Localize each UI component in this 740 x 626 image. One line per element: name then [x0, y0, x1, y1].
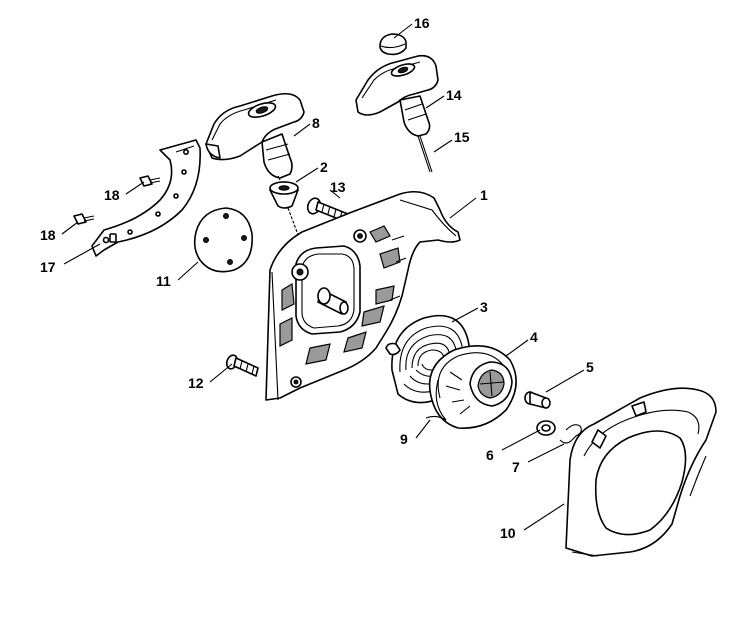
callout-18-lower: 18 [40, 227, 56, 243]
leader-18b [61, 221, 79, 235]
leader-17 [63, 243, 101, 265]
part-10-shroud [565, 387, 717, 557]
leader-9 [415, 419, 431, 439]
part-4-rope-rotor [428, 344, 517, 429]
leader-15 [433, 139, 453, 153]
callout-11: 11 [156, 273, 171, 289]
leader-8 [293, 123, 311, 137]
callout-13: 13 [330, 179, 346, 195]
leader-1 [449, 197, 477, 219]
callout-7: 7 [512, 459, 520, 475]
callout-10: 10 [500, 525, 516, 541]
leader-14 [425, 95, 445, 109]
callout-5: 5 [586, 359, 594, 375]
part-2-rope-guide [269, 175, 299, 209]
callout-15: 15 [454, 129, 470, 145]
callout-8: 8 [312, 115, 320, 131]
part-16-cap [379, 33, 407, 56]
leader-16 [393, 23, 413, 39]
part-18-screw-upper [139, 175, 161, 187]
part-14-starter-grip [355, 54, 439, 137]
callout-17: 17 [40, 259, 56, 275]
callout-9: 9 [400, 431, 408, 447]
leader-13 [329, 189, 341, 199]
leader-18a [125, 181, 145, 195]
part-17-bracket [91, 139, 201, 257]
callout-16: 16 [414, 15, 430, 31]
callout-18-upper: 18 [104, 187, 120, 203]
callout-12: 12 [188, 375, 204, 391]
part-12-screw [225, 354, 259, 377]
part-11-gasket [193, 207, 253, 273]
leader-4 [505, 339, 529, 357]
leader-lines [61, 23, 585, 531]
leader-2 [295, 167, 319, 183]
leader-7 [527, 443, 565, 463]
callout-2: 2 [320, 159, 328, 175]
callout-3: 3 [480, 299, 488, 315]
leader-5 [545, 369, 585, 393]
part-7-spring-clip [559, 424, 582, 444]
callout-14: 14 [446, 87, 462, 103]
part-8-starter-grip [205, 92, 305, 179]
callout-4: 4 [530, 329, 538, 345]
leader-3 [451, 307, 479, 323]
callout-1: 1 [480, 187, 488, 203]
part-15-rope [417, 135, 433, 173]
callout-6: 6 [486, 447, 494, 463]
part-5-spindle [524, 391, 551, 409]
part-6-washer [536, 420, 556, 436]
leader-10 [523, 503, 565, 531]
part-9-rope [425, 415, 447, 421]
part-18-screw-lower [73, 213, 95, 225]
leader-6 [501, 429, 541, 451]
callout-labels: 16 14 15 8 2 13 1 18 18 17 11 3 4 5 12 9… [40, 15, 594, 541]
leader-12 [209, 363, 233, 383]
part-1-fan-housing [265, 190, 461, 401]
leader-11 [177, 261, 199, 281]
